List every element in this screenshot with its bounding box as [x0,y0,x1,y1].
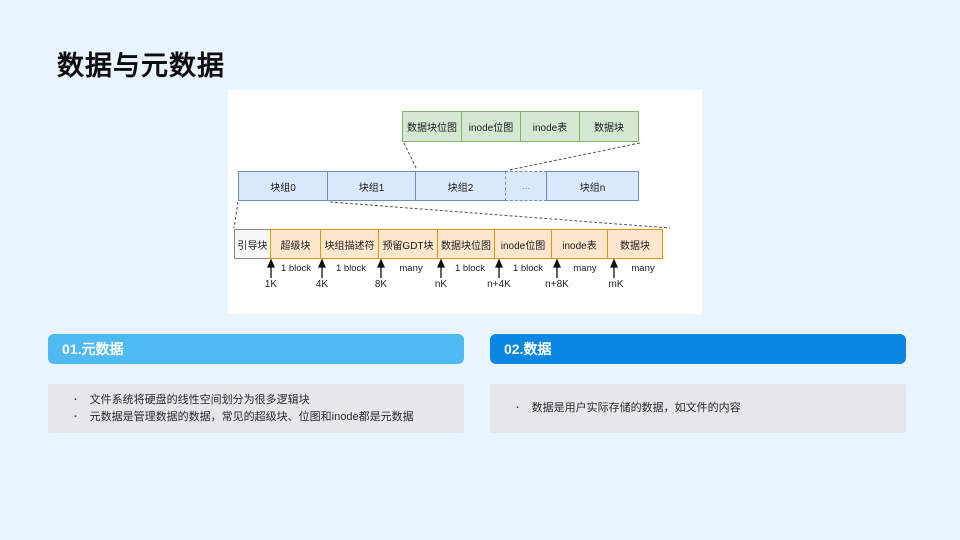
filesystem-diagram-panel: 数据块位图 inode位图 inode表 数据块 块组0 块组1 块组2 ...… [228,90,702,314]
diagram-cell: 引导块 [234,229,271,259]
count-label: 1 block [454,263,486,274]
bullet-text: 数据是用户实际存储的数据，如文件的内容 [531,402,741,414]
size-label: n+4K [487,279,511,290]
disk-block-groups-row: 块组0 块组1 块组2 ... 块组n [238,171,639,201]
size-label: mK [608,279,624,290]
diagram-cell: 块组1 [327,171,416,201]
bullet-item: · 文件系统将硬盘的线性空间划分为很多逻辑块 [74,392,452,409]
diagram-cell: inode位图 [461,111,521,142]
diagram-cell: inode位图 [494,229,552,259]
diagram-cell: 块组n [546,171,639,201]
size-label: 8K [374,279,388,290]
diagram-cell: 块组0 [238,171,328,201]
count-label: many [573,263,597,274]
metadata-content-box: · 文件系统将硬盘的线性空间划分为很多逻辑块 · 元数据是管理数据的数据，常见的… [48,384,464,433]
bullet-dot: · [74,410,78,423]
diagram-cell: 数据块 [579,111,639,142]
page-title: 数据与元数据 [57,51,225,81]
section-header-data: 02.数据 [490,334,906,364]
diagram-cell: 块组2 [415,171,506,201]
diagram-cell: 数据块位图 [437,229,495,259]
bullet-dot: · [74,393,78,406]
diagram-cell: 数据块位图 [402,111,462,142]
size-label: 1K [264,279,278,290]
block-group-detail-row: 数据块位图 inode位图 inode表 数据块 [402,111,639,142]
bullet-dot: · [516,402,520,414]
diagram-cell: inode表 [520,111,580,142]
size-label: 4K [315,279,329,290]
data-content-box: · 数据是用户实际存储的数据，如文件的内容 [490,384,906,433]
size-label: n+8K [545,279,569,290]
bullet-text: 文件系统将硬盘的线性空间划分为很多逻辑块 [89,393,310,406]
count-label: 1 block [280,263,312,274]
count-label: 1 block [335,263,367,274]
diagram-cell: 数据块 [607,229,663,259]
section-header-metadata: 01.元数据 [48,334,464,364]
diagram-cell-ellipsis: ... [505,171,547,201]
bullet-text: 元数据是管理数据的数据，常见的超级块、位图和inode都是元数据 [89,410,414,423]
count-label: many [399,263,423,274]
size-label: nK [434,279,448,290]
bullet-item: · 数据是用户实际存储的数据，如文件的内容 [516,400,894,417]
diagram-cell: 超级块 [270,229,321,259]
block-group0-layout-row: 引导块 超级块 块组描述符 预留GDT块 数据块位图 inode位图 inode… [234,229,663,259]
count-label: 1 block [512,263,544,274]
count-label: many [631,263,655,274]
diagram-cell: inode表 [551,229,608,259]
diagram-cell: 预留GDT块 [378,229,438,259]
diagram-cell: 块组描述符 [320,229,379,259]
bullet-item: · 元数据是管理数据的数据，常见的超级块、位图和inode都是元数据 [74,409,452,426]
